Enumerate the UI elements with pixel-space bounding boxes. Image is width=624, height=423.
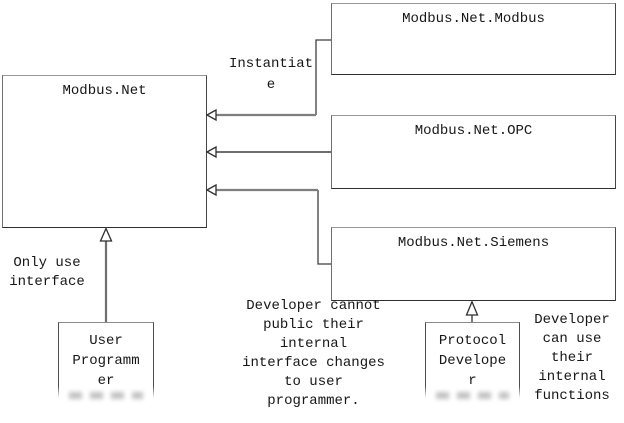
annotation-instantiate: Instantiate bbox=[228, 56, 313, 93]
box-protocol-developer-label: Protocol Developer bbox=[438, 333, 507, 389]
annotation-only-use-interface: Only use interface bbox=[9, 255, 85, 290]
box-modbus-net-modbus-label: Modbus.Net.Modbus bbox=[402, 11, 545, 27]
open-arrowhead-up-icon bbox=[465, 300, 479, 316]
box-modbus-net-label: Modbus.Net bbox=[62, 83, 147, 99]
arrow-protocoldeveloper-to-siemens bbox=[465, 300, 479, 322]
open-arrowhead-left-icon bbox=[205, 108, 217, 122]
open-arrowhead-up-icon bbox=[99, 226, 113, 242]
cutoff-text-smudge bbox=[436, 392, 509, 399]
box-user-programmer: User Programmer bbox=[57, 322, 155, 402]
box-modbus-net-opc-label: Modbus.Net.OPC bbox=[414, 123, 533, 139]
box-modbus-net: Modbus.Net bbox=[2, 75, 207, 228]
cutoff-text-smudge bbox=[69, 392, 143, 399]
box-protocol-developer: Protocol Developer bbox=[424, 322, 521, 402]
arrow-opc-to-modbusnet bbox=[205, 145, 331, 159]
box-modbus-net-siemens: Modbus.Net.Siemens bbox=[331, 227, 616, 301]
open-arrowhead-left-icon bbox=[205, 145, 217, 159]
open-arrowhead-left-icon bbox=[205, 183, 217, 197]
box-modbus-net-opc: Modbus.Net.OPC bbox=[331, 115, 616, 189]
arrow-userprogrammer-to-modbusnet bbox=[99, 226, 113, 322]
arrow-siemens-to-modbusnet bbox=[205, 183, 331, 265]
box-user-programmer-label: User Programmer bbox=[72, 333, 140, 389]
annotation-developer-can-use: Developer can use their internal functio… bbox=[534, 312, 610, 404]
box-modbus-net-siemens-label: Modbus.Net.Siemens bbox=[397, 235, 550, 251]
annotation-developer-cannot: Developer cannot public their internal i… bbox=[242, 298, 385, 409]
box-modbus-net-modbus: Modbus.Net.Modbus bbox=[331, 3, 616, 75]
